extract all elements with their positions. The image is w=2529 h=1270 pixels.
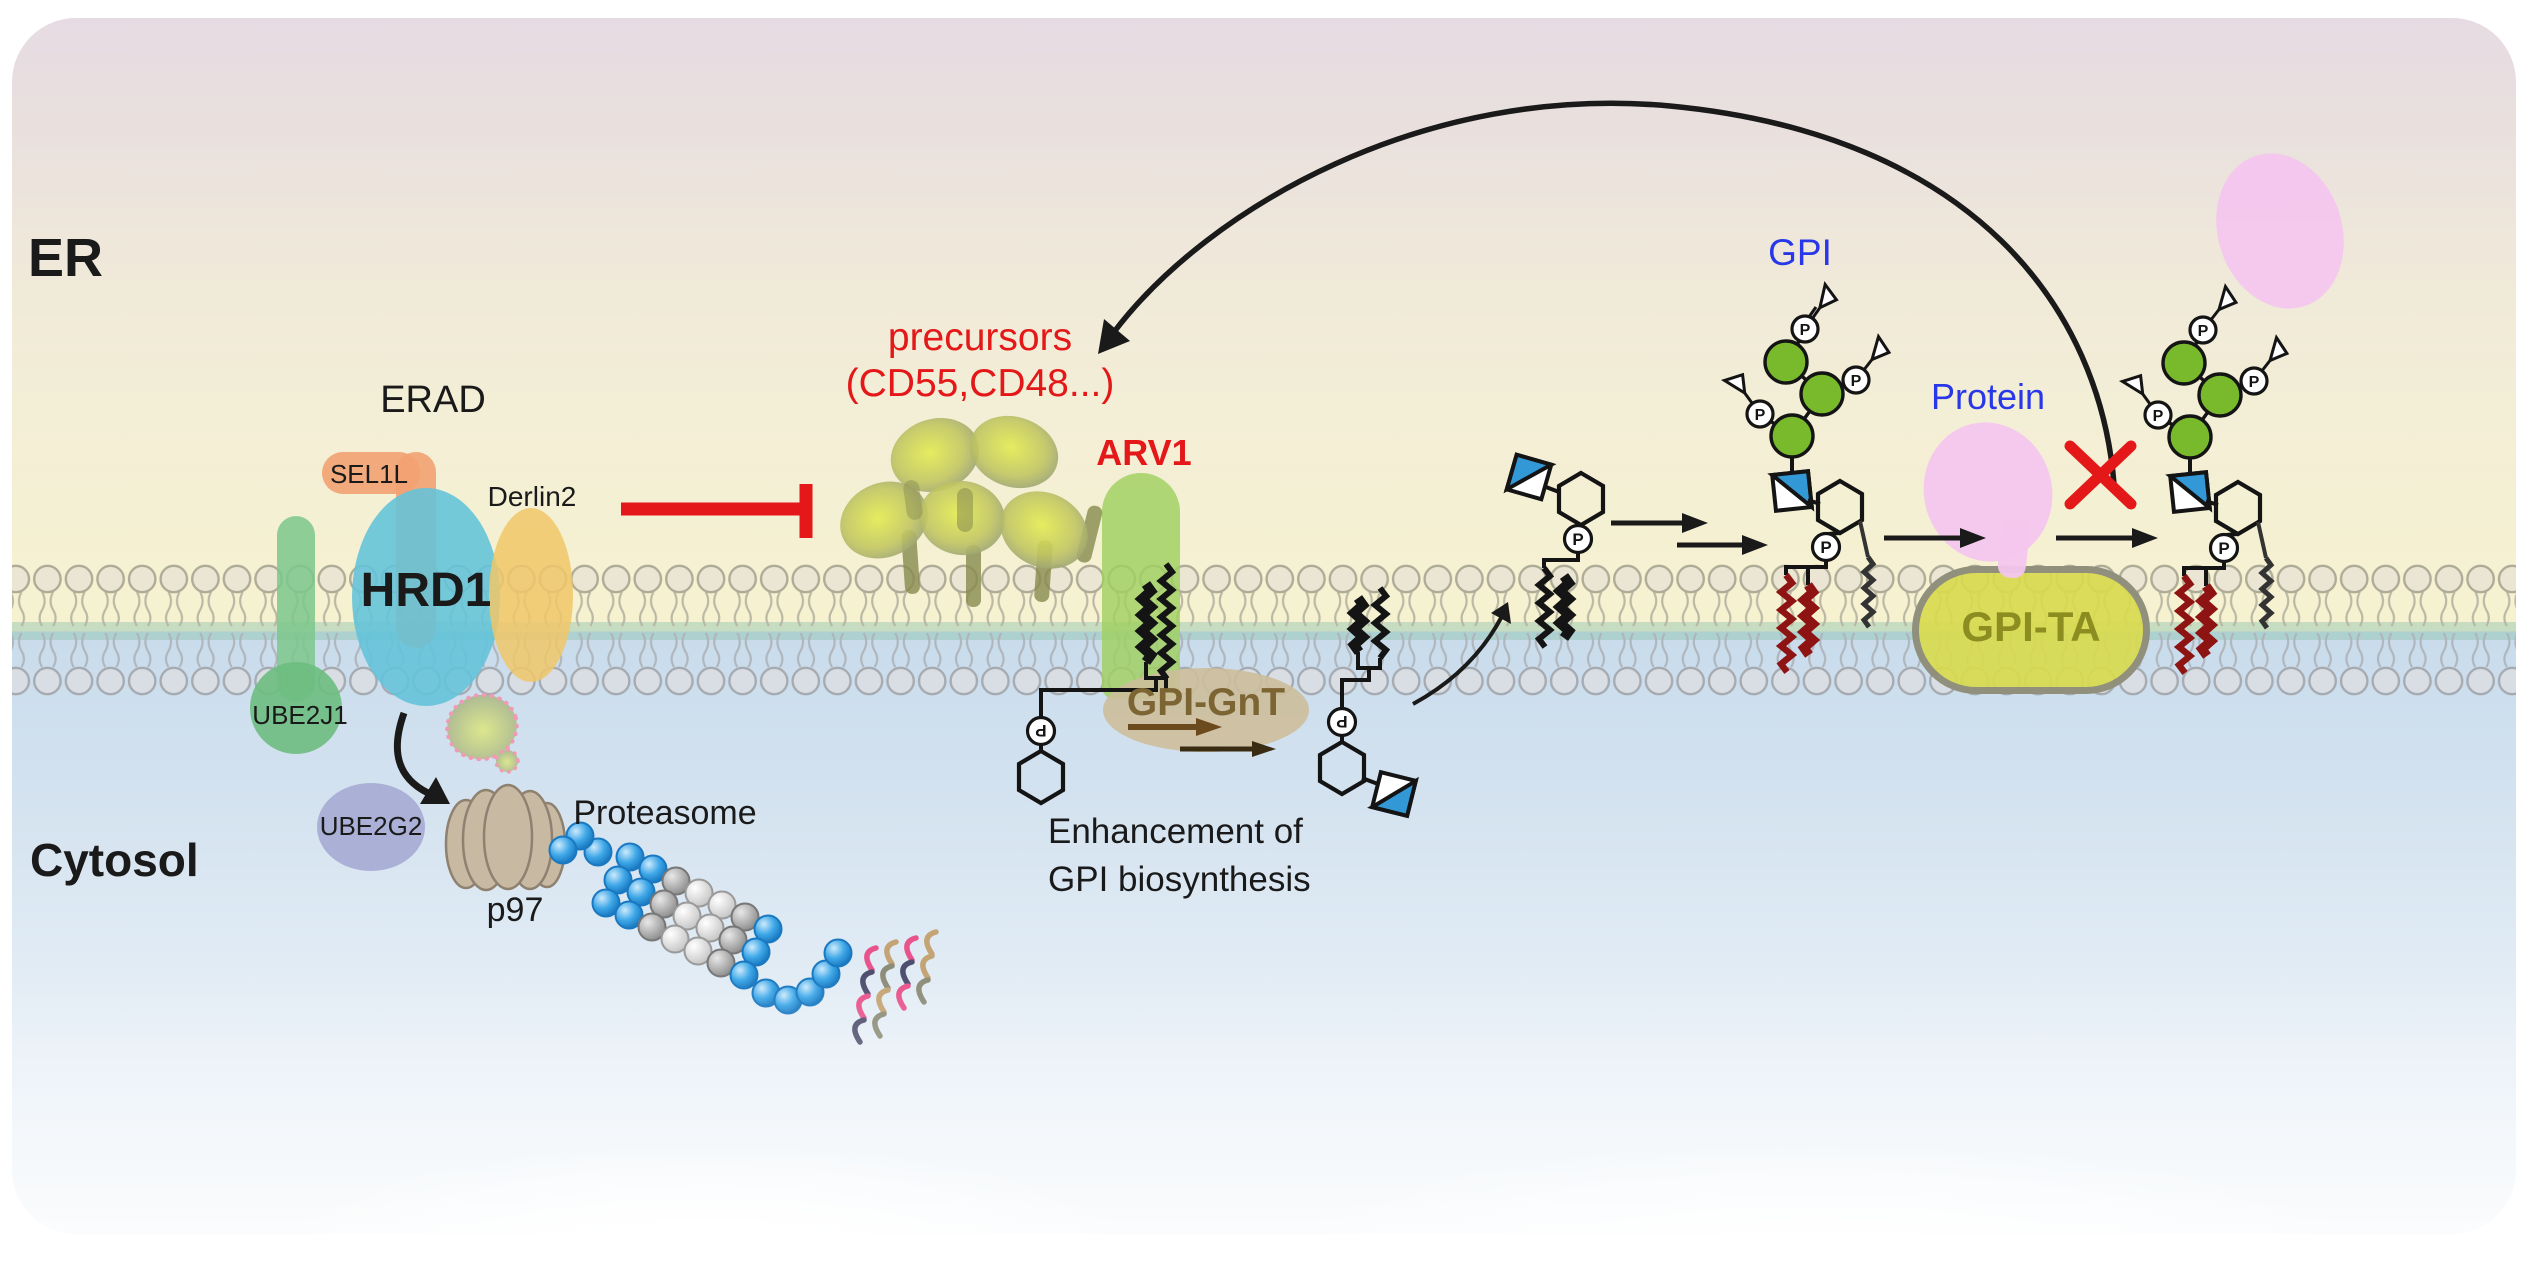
ube2g2-label: UBE2G2	[319, 811, 423, 841]
glcnac-pi-structure: P	[1317, 586, 1419, 819]
hrd1-label: HRD1	[360, 564, 492, 617]
phosphate-label: P	[2198, 323, 2209, 340]
proteasome-label: Proteasome	[573, 794, 757, 832]
pi-structure: P	[1016, 562, 1177, 806]
phosphate-label: P	[1035, 721, 1046, 740]
phosphate-label: P	[1336, 712, 1347, 731]
phosphate-label: P	[1755, 407, 1766, 424]
blocked-cross-icon	[2064, 440, 2137, 510]
gpi-ta-shape	[1912, 566, 2150, 694]
ube2j1-label: UBE2J1	[252, 700, 348, 730]
precursor-blobs	[840, 415, 1103, 607]
gpi-structure: P P P	[1720, 281, 1892, 674]
sel1l-label: SEL1L	[329, 459, 409, 489]
gpi-anchored-protein-structure: P P P	[2118, 283, 2290, 675]
flip-arrow	[1412, 602, 1511, 706]
p97-label: p97	[486, 891, 544, 929]
er-label: ER	[28, 228, 104, 288]
arv1-label: ARV1	[1096, 432, 1192, 473]
cell-background: P P	[12, 18, 2516, 1234]
phosphate-label: P	[1820, 538, 1831, 557]
phosphate-label: P	[2218, 539, 2229, 558]
protein-label: Protein	[1930, 376, 2046, 417]
gpi-gnt-arrows	[1128, 718, 1276, 757]
recycle-arrow	[1098, 100, 2117, 485]
phosphate-label: P	[1800, 322, 1811, 339]
erad-label: ERAD	[380, 379, 486, 421]
bottom-fade	[12, 970, 2516, 1234]
step-arrows	[1611, 513, 1768, 555]
inhibition-bar	[621, 484, 813, 538]
derlin2-label: Derlin2	[487, 481, 577, 512]
phosphate-label: P	[1851, 373, 1862, 390]
gpi-ta-label: GPI-TA	[1961, 603, 2101, 650]
ube2j1-body	[250, 662, 342, 754]
gpi-gnt-label: GPI-GnT	[1126, 681, 1286, 724]
ube2g2-shape	[317, 783, 425, 871]
hrd1-shape	[352, 488, 500, 706]
precursors-label-line1: precursors	[887, 316, 1073, 359]
enhancement-label-line2: GPI biosynthesis	[1048, 860, 1311, 899]
phosphate-label: P	[2249, 374, 2260, 391]
transfer-arrows	[1884, 528, 2158, 548]
p97-shape	[444, 783, 567, 892]
phosphate-label: P	[1572, 530, 1583, 549]
ubiquitinated-substrate	[445, 692, 520, 774]
enhancement-label-line1: Enhancement of	[1048, 812, 1303, 851]
phosphate-label: P	[2153, 408, 2164, 425]
retrotranslocation-arrow	[393, 711, 450, 804]
glcn-pi-structure: P	[1503, 452, 1606, 649]
derlin2-shape	[489, 508, 573, 682]
cytosol-label: Cytosol	[30, 834, 199, 886]
precursors-label-line2: (CD55,CD48...)	[845, 362, 1115, 405]
gpi-label: GPI	[1768, 232, 1832, 273]
gpi-gnt-shape	[1103, 668, 1309, 752]
